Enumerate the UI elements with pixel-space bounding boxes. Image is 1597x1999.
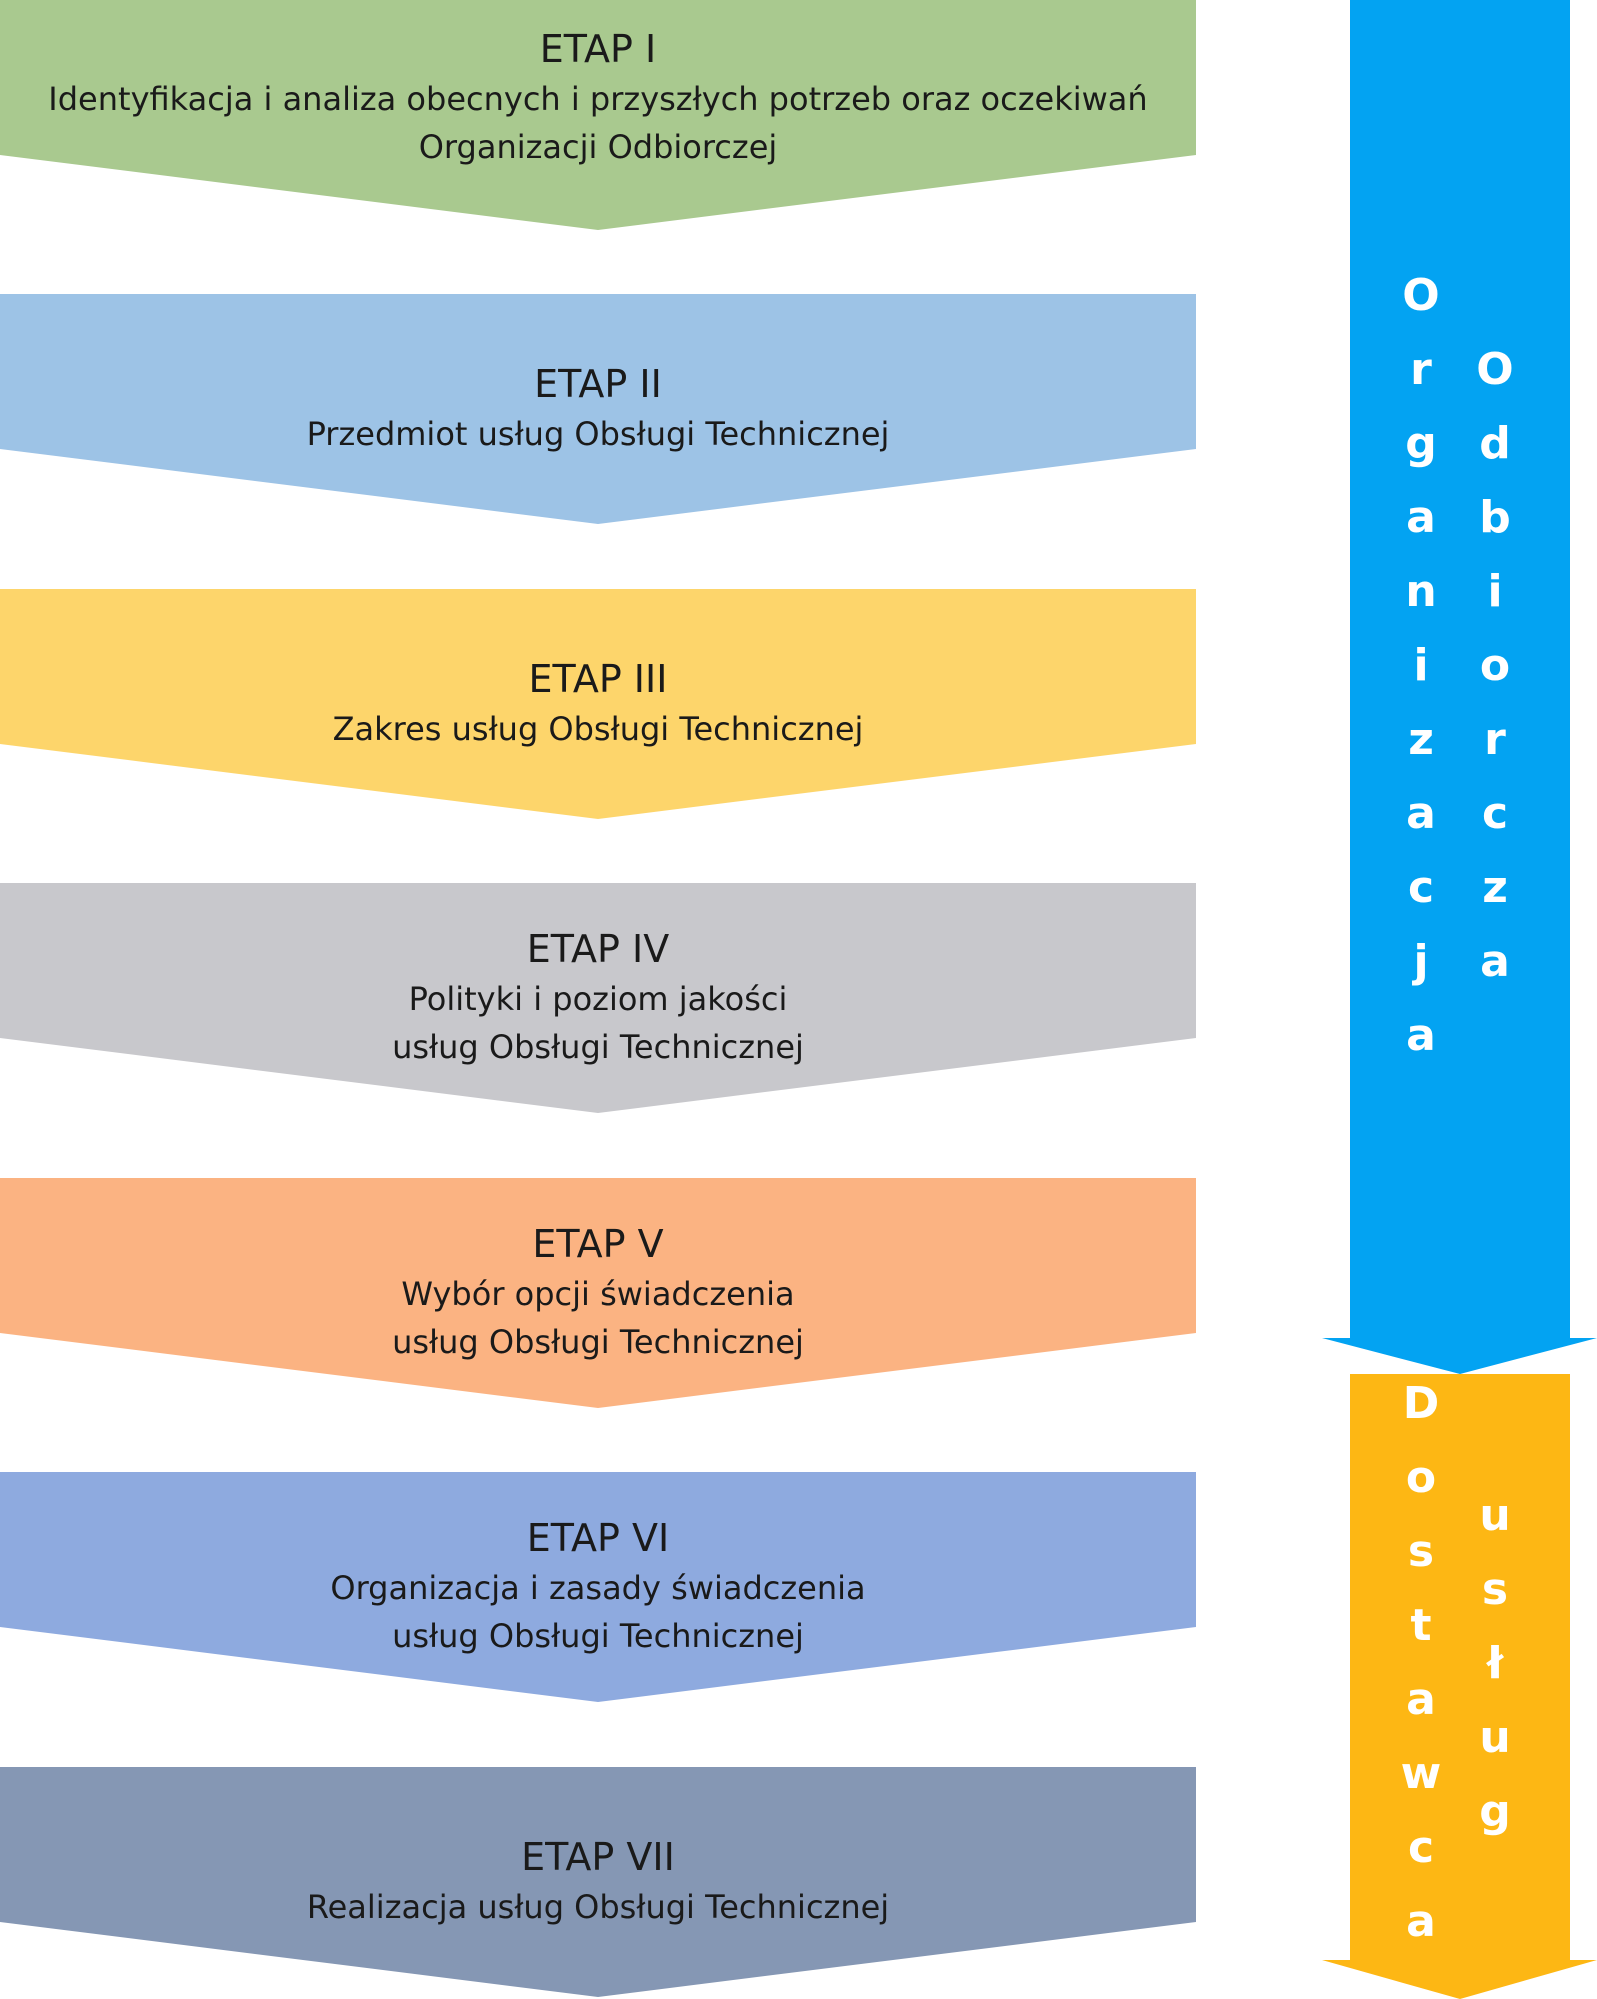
stage-5: ETAP V Wybór opcji świadczenia usług Obsłu… — [0, 1178, 1196, 1408]
stage-title: ETAP III — [529, 657, 668, 701]
stage-arrow-shape — [0, 0, 1196, 230]
stage-title: ETAP V — [532, 1222, 663, 1266]
stage-description: Polityki i poziom jakości — [409, 980, 788, 1018]
stage-title: ETAP VII — [521, 1835, 675, 1879]
stage-1: ETAP I Identyfikacja i analiza obecnych i… — [0, 0, 1196, 230]
side-arrow-shape — [1322, 0, 1597, 1374]
stage-arrow-shape — [0, 589, 1196, 819]
stage-description: Przedmiot usług Obsługi Technicznej — [307, 415, 890, 453]
stage-6: ETAP VI Organizacja i zasady świadczenia u… — [0, 1472, 1196, 1702]
stage-arrows: ETAP I Identyfikacja i analiza obecnych i… — [0, 0, 1196, 1997]
stage-description: usług Obsługi Technicznej — [392, 1323, 804, 1361]
stage-description: Organizacji Odbiorczej — [419, 128, 778, 166]
stage-arrow-shape — [0, 1178, 1196, 1408]
stage-description: Wybór opcji świadczenia — [401, 1275, 794, 1313]
stage-arrow-shape — [0, 1767, 1196, 1997]
stage-title: ETAP VI — [527, 1516, 669, 1560]
stage-description: Realizacja usług Obsługi Technicznej — [307, 1888, 889, 1926]
stage-3: ETAP III Zakres usług Obsługi Technicznej — [0, 589, 1196, 819]
stage-2: ETAP II Przedmiot usług Obsługi Techniczn… — [0, 294, 1196, 524]
stage-arrow-shape — [0, 1472, 1196, 1702]
stage-title: ETAP II — [534, 362, 662, 406]
stage-title: ETAP IV — [527, 927, 669, 971]
stage-description: usług Obsługi Technicznej — [392, 1028, 804, 1066]
side-arrow-shape — [1322, 1374, 1597, 1999]
stage-7: ETAP VII Realizacja usług Obsługi Technic… — [0, 1767, 1196, 1997]
stage-description: usług Obsługi Technicznej — [392, 1617, 804, 1655]
stage-description: Identyfikacja i analiza obecnych i przys… — [48, 80, 1147, 118]
stage-arrow-shape — [0, 883, 1196, 1113]
stage-4: ETAP IV Polityki i poziom jakości usług Ob… — [0, 883, 1196, 1113]
stage-description: Zakres usług Obsługi Technicznej — [333, 710, 864, 748]
stage-arrow-shape — [0, 294, 1196, 524]
stage-description: Organizacja i zasady świadczenia — [330, 1569, 865, 1607]
stage-title: ETAP I — [540, 27, 656, 71]
